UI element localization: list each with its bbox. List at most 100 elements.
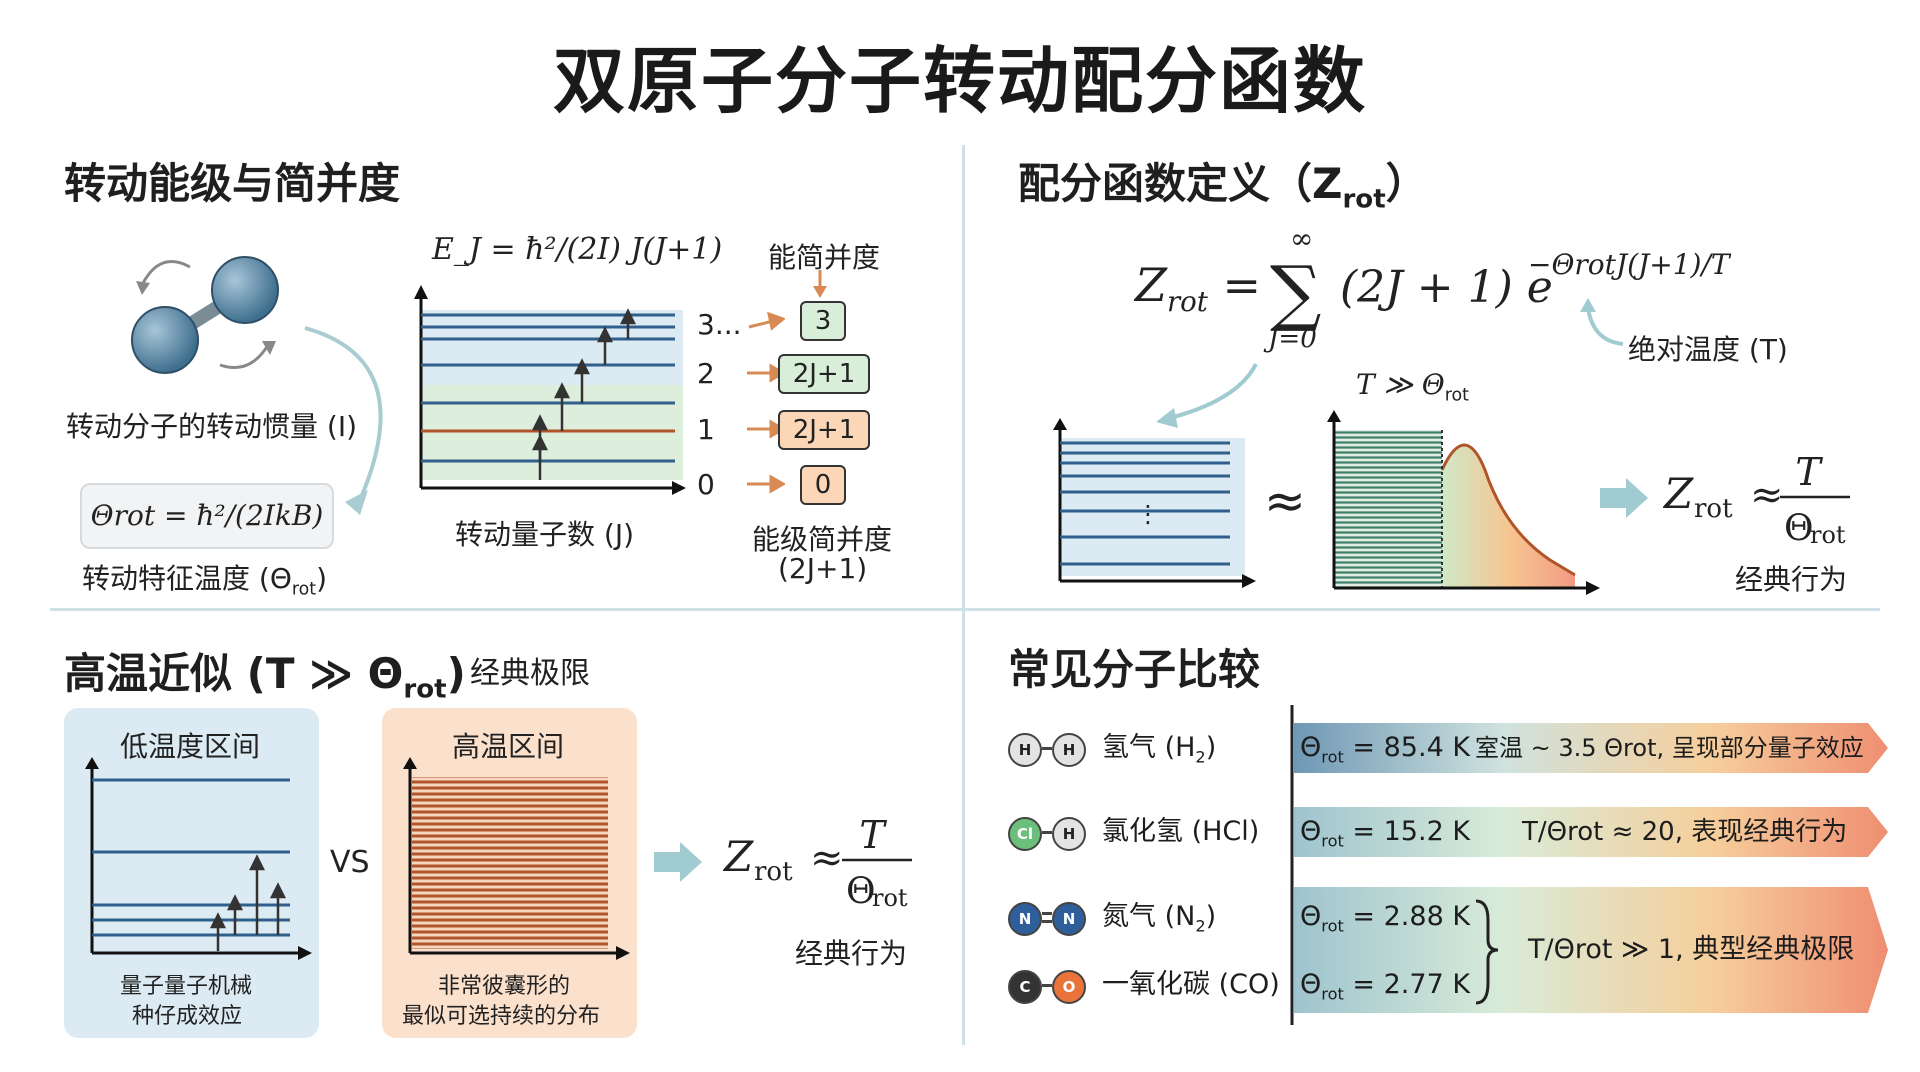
x-axis-label: 转动量子数 (J): [455, 518, 635, 551]
atom-icon: H: [1052, 733, 1086, 767]
molecule-name: 氯化氢 (HCl): [1102, 816, 1260, 847]
high-temp-dense-plot: [403, 757, 630, 960]
high-temp-result-caption: 经典行为: [795, 937, 908, 970]
high-temp-caption-2: 最似可选持续的分布: [402, 1004, 601, 1029]
energy-formula: E_J = ħ²/(2I) J(J+1): [432, 232, 723, 267]
level-label-3: 3...: [697, 308, 742, 341]
level-label-0: 0: [697, 468, 715, 501]
svg-text:T: T: [859, 813, 887, 857]
svg-text:rot: rot: [872, 884, 908, 912]
sum-body: (2J + 1) e: [1340, 262, 1553, 313]
molecule-name: 一氧化碳 (CO): [1102, 969, 1280, 1000]
degeneracy-box-3: 3: [800, 301, 846, 341]
svg-text:Z: Z: [1662, 469, 1694, 518]
theta-value: Θrot = 15.2 K: [1300, 816, 1471, 851]
atom-icon: O: [1052, 970, 1086, 1004]
high-temp-title-sub: rot: [403, 674, 447, 705]
atom-icon: C: [1008, 970, 1042, 1004]
definition-title-main: 配分函数定义（Z: [1018, 159, 1343, 208]
theta-caption: 转动特征温度 (Θrot): [82, 557, 327, 600]
condition-main: T ≫ Θ: [1356, 368, 1445, 401]
molecule-to-theta-arrow: [304, 326, 383, 515]
bond-icon: [1042, 831, 1052, 834]
atom-icon: H: [1008, 733, 1042, 767]
sum-upper: ∞: [1290, 222, 1314, 255]
abs-temp-arrow: [1580, 298, 1624, 346]
level-label-1: 1: [697, 413, 715, 446]
section-title-levels: 转动能级与简并度: [64, 159, 401, 208]
horizontal-divider: [50, 608, 1880, 611]
comparison-note: 室温 ~ 3.5 Θrot, 呈现部分量子效应: [1475, 734, 1864, 762]
low-temp-levels-plot: [85, 757, 312, 960]
high-temp-caption-1: 非常彼囊形的: [438, 974, 571, 999]
svg-text:Z: Z: [722, 832, 754, 881]
degeneracy-box-2: 2J+1: [778, 354, 870, 394]
atom-icon: H: [1052, 817, 1086, 851]
vertical-divider: [962, 145, 965, 1045]
theta-value: Θrot = 85.4 K: [1300, 732, 1471, 767]
theta-formula-text: Θrot = ħ²/(2IkB): [90, 499, 324, 532]
level-arrows: [747, 311, 785, 494]
degeneracy-header-arrow: [813, 270, 827, 298]
sum-lower: J=0: [1268, 324, 1317, 354]
page-title: 双原子分子转动配分函数: [552, 39, 1367, 123]
svg-text:rot: rot: [1694, 494, 1733, 524]
high-temp-title-end: ): [446, 649, 466, 698]
atom-icon: Cl: [1008, 817, 1042, 851]
comparison-bars: [1290, 705, 1888, 1025]
sum-lhs: Z: [1135, 258, 1167, 312]
approx-symbol: ≈: [1264, 472, 1306, 530]
bond-icon: [1042, 984, 1052, 987]
definition-title-sub: rot: [1342, 184, 1386, 215]
svg-text:rot: rot: [754, 857, 793, 887]
definition-result-caption: 经典行为: [1735, 563, 1848, 596]
vs-label: VS: [330, 845, 370, 880]
degeneracy-box-1: 2J+1: [778, 410, 870, 450]
definition-result-formula: Z rot ≈ T Θ rot: [1662, 450, 1850, 549]
svg-text:Θ: Θ: [846, 871, 876, 912]
svg-text:T: T: [1795, 450, 1823, 494]
high-temp-title-note: 经典极限: [470, 656, 590, 691]
svg-text:rot: rot: [1810, 521, 1846, 549]
degeneracy-box-0: 0: [800, 465, 846, 505]
low-temp-caption-2: 种仔成效应: [132, 1004, 243, 1029]
comparison-note: T/Θrot ≈ 20, 表现经典行为: [1522, 817, 1848, 847]
sum-to-levels-arrow: [1156, 363, 1258, 428]
high-temp-result-formula: Z rot ≈ T Θ rot: [722, 813, 912, 912]
svg-text:≈: ≈: [1750, 472, 1784, 518]
theta-value: Θrot = 2.77 K: [1300, 969, 1471, 1004]
svg-text:Θ: Θ: [1784, 508, 1814, 549]
bond-icon: [1042, 747, 1052, 750]
sigma-symbol: ∑: [1270, 250, 1322, 334]
definition-title-end: ）: [1385, 159, 1428, 208]
atom-icon: N: [1008, 902, 1042, 936]
bond-icon: [1042, 920, 1052, 923]
low-temp-caption-1: 量子量子机械: [120, 974, 253, 999]
bond-icon: [1042, 912, 1052, 915]
high-temp-title-main: 高温近似 (T ≫ Θ: [64, 649, 404, 698]
section-title-high-temp: 高温近似 (T ≫ Θrot): [64, 640, 466, 704]
section-title-definition: 配分函数定义（Zrot）: [1018, 150, 1428, 214]
group-note: T/Θrot ≫ 1, 典型经典极限: [1528, 934, 1855, 965]
levels-ellipsis: ⋮: [1136, 500, 1160, 528]
theta-formula: Θrot = ħ²/(2IkB): [80, 483, 334, 549]
sum-lhs-sub: rot: [1166, 285, 1208, 319]
partition-sum-formula: Zrot =: [1135, 258, 1261, 318]
rotating-molecule-icon: [131, 256, 279, 374]
theta-caption-sub: rot: [291, 579, 317, 600]
degeneracy-caption-1: 能级简并度: [752, 523, 893, 556]
degeneracy-caption-2: (2J+1): [778, 552, 868, 585]
molecule-name: 氮气 (N2): [1102, 901, 1217, 936]
high-temp-panel-title: 高温区间: [452, 730, 565, 763]
condition-sub: rot: [1444, 385, 1469, 406]
atom-icon: N: [1052, 902, 1086, 936]
definition-result-arrow: [1600, 478, 1648, 518]
theta-caption-main: 转动特征温度 (Θ: [82, 562, 292, 595]
theta-caption-end: ): [316, 562, 327, 595]
molecule-caption: 转动分子的转动惯量 (I): [66, 410, 358, 443]
continuous-distribution-plot: [1327, 410, 1600, 595]
discrete-levels-plot: [1053, 418, 1256, 588]
sum-exponent: −ΘrotJ(J+1)/T: [1528, 248, 1730, 281]
low-temp-panel-title: 低温度区间: [120, 730, 261, 763]
degeneracy-header: 能简并度: [768, 241, 881, 274]
